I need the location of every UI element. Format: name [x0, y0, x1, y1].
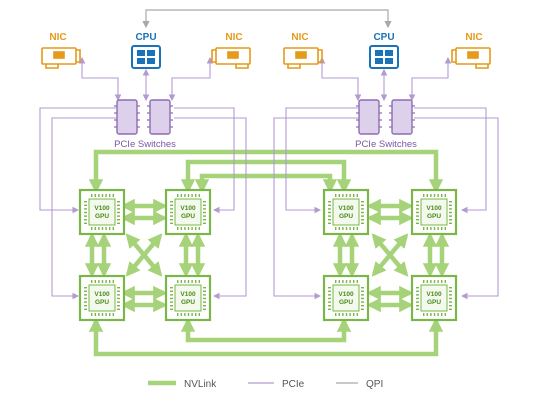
nic-label: NIC [465, 32, 482, 43]
qpi-link [142, 9, 392, 29]
cpu-right: CPU [369, 32, 399, 69]
pcie-switch-icon [356, 99, 382, 135]
cpu-chip-icon [369, 45, 399, 69]
gpu-type-label: GPU [339, 299, 353, 306]
gpu-type-label: GPU [427, 213, 441, 220]
gpu-model-label: V100 [426, 291, 442, 298]
legend-item-qpi: QPI [336, 379, 383, 390]
cpu-label: CPU [135, 32, 156, 43]
pcie-links [39, 56, 499, 300]
gpu-model-label: V100 [180, 205, 196, 212]
nic-label: NIC [291, 32, 308, 43]
nic-4: NIC [451, 32, 491, 69]
legend-label: PCIe [282, 379, 305, 390]
cpu-left: CPU [131, 32, 161, 69]
gpu-type-label: GPU [95, 299, 109, 306]
pcie-switches-label: PCIe Switches [114, 139, 176, 150]
gpu-type-label: GPU [181, 299, 195, 306]
gpu-model-label: V100 [338, 205, 354, 212]
gpu-type-label: GPU [95, 213, 109, 220]
legend: NVLink PCIe QPI [148, 379, 383, 390]
nvlink-links [84, 149, 450, 357]
gpu-model-label: V100 [94, 291, 110, 298]
network-card-icon [41, 47, 81, 69]
legend-label: QPI [366, 379, 383, 390]
cpu-label: CPU [373, 32, 394, 43]
gpu-type-label: GPU [427, 299, 441, 306]
pcie-switches-left: PCIe Switches [114, 99, 176, 150]
legend-item-nvlink: NVLink [148, 379, 217, 390]
gpu-model-label: V100 [94, 205, 110, 212]
legend-label: NVLink [184, 379, 217, 390]
nic-2: NIC [211, 32, 251, 69]
nic-3: NIC [283, 32, 323, 69]
network-card-icon [211, 47, 251, 69]
cpu-chip-icon [131, 45, 161, 69]
gpu-type-label: GPU [339, 213, 353, 220]
nic-1: NIC [41, 32, 81, 69]
gpu-model-label: V100 [426, 205, 442, 212]
nic-label: NIC [49, 32, 66, 43]
gpu-model-label: V100 [180, 291, 196, 298]
pcie-switch-icon [147, 99, 173, 135]
gpu-layer: V100GPUV100GPUV100GPUV100GPUV100GPUV100G… [78, 188, 458, 322]
nic-label: NIC [225, 32, 242, 43]
pcie-switches-right: PCIe Switches [355, 99, 417, 150]
pcie-switches-label: PCIe Switches [355, 139, 417, 150]
gpu-model-label: V100 [338, 291, 354, 298]
gpu-type-label: GPU [181, 213, 195, 220]
pcie-switch-icon [389, 99, 415, 135]
legend-item-pcie: PCIe [248, 379, 305, 390]
network-card-icon [451, 47, 491, 69]
pcie-switch-icon [114, 99, 140, 135]
network-card-icon [283, 47, 323, 69]
